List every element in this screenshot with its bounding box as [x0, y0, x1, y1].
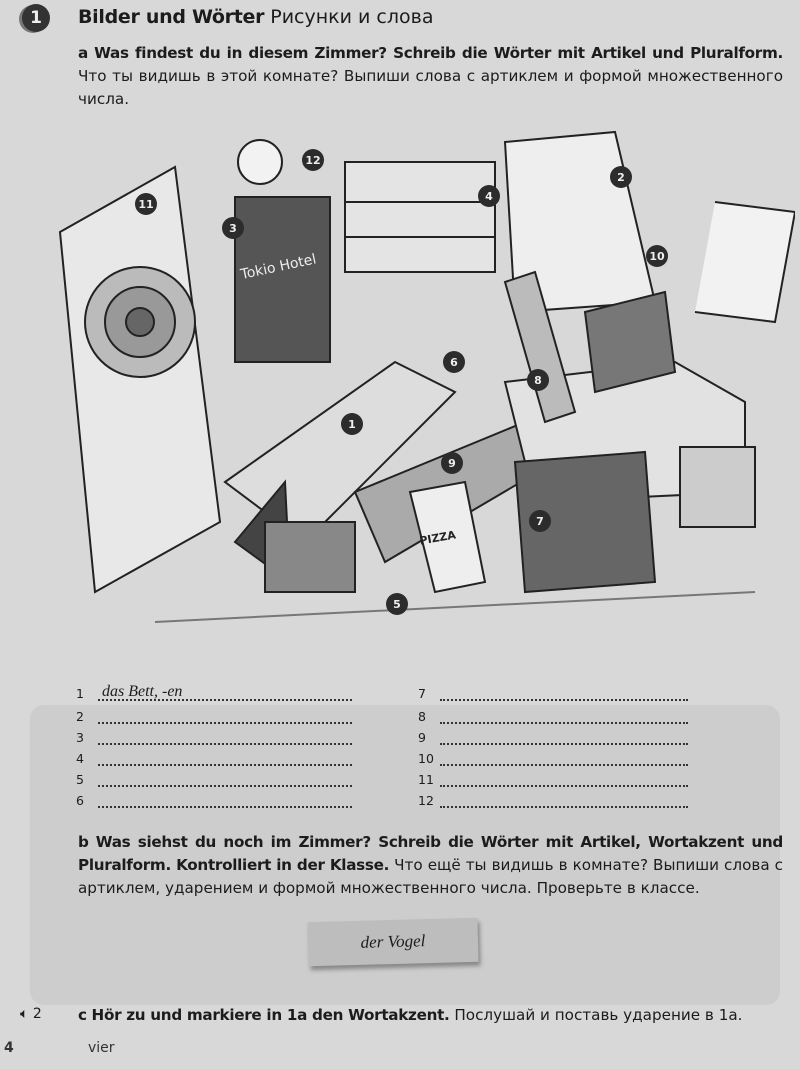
answer-number: 6: [76, 793, 84, 808]
answer-input[interactable]: [440, 706, 688, 724]
answer-input[interactable]: [440, 769, 688, 787]
answer-input[interactable]: [440, 748, 688, 766]
magazines: [264, 521, 356, 593]
title-ru: Рисунки и слова: [270, 6, 434, 28]
marker-8: 8: [527, 369, 549, 391]
marker-5: 5: [386, 593, 408, 615]
marker-3: 3: [222, 217, 244, 239]
answer-input[interactable]: [98, 727, 352, 745]
marker-1: 1: [341, 413, 363, 435]
answer-number: 10: [418, 751, 434, 766]
answer-input[interactable]: [440, 790, 688, 808]
answer-number: 8: [418, 709, 426, 724]
part-a-instruction: a Was findest du in diesem Zimmer? Schre…: [78, 42, 783, 111]
answer-row: 4: [76, 748, 352, 766]
answer-input[interactable]: [440, 727, 688, 745]
answer-number: 9: [418, 730, 426, 745]
example-note: der Vogel: [307, 917, 479, 967]
part-a-ru: Что ты видишь в этой комнате? Выпиши сло…: [78, 67, 783, 108]
part-a-letter: a: [78, 44, 88, 62]
marker-7: 7: [529, 510, 551, 532]
marker-9: 9: [441, 452, 463, 474]
answer-row: 10: [418, 748, 688, 766]
part-b-de: Was siehst du noch im Zimmer? Schreib di…: [78, 833, 783, 874]
answer-input[interactable]: das Bett, -en: [98, 683, 352, 701]
answer-row: 8: [418, 706, 688, 724]
marker-4: 4: [478, 185, 500, 207]
answer-row: 2: [76, 706, 352, 724]
answer-number: 7: [418, 686, 426, 701]
answer-input[interactable]: [98, 748, 352, 766]
pizza-box-text: PIZZA: [418, 528, 457, 547]
clock: [237, 139, 283, 185]
answer-number: 3: [76, 730, 84, 745]
door: [58, 165, 222, 594]
part-a-de: Was findest du in diesem Zimmer? Schreib…: [94, 44, 783, 62]
birdcage: [679, 446, 756, 528]
pizza-box: [408, 480, 487, 594]
poster: [234, 196, 331, 363]
marker-11: 11: [135, 193, 157, 215]
marker-2: 2: [610, 166, 632, 188]
speaker-icon: 🔈︎: [20, 1006, 29, 1022]
answer-number: 5: [76, 772, 84, 787]
marker-6: 6: [443, 351, 465, 373]
page-number: 4: [4, 1040, 14, 1056]
answer-row: 9: [418, 727, 688, 745]
answer-number: 2: [76, 709, 84, 724]
answer-row: 12: [418, 790, 688, 808]
track-number: 2: [32, 1006, 42, 1022]
tv: [513, 450, 657, 594]
answer-input[interactable]: [98, 790, 352, 808]
answer-row: 5: [76, 769, 352, 787]
part-c-de: Hör zu und markiere in 1a den Wortakzent…: [91, 1006, 450, 1024]
answer-input[interactable]: [440, 683, 688, 701]
marker-10: 10: [646, 245, 668, 267]
exercise-number-badge: 1: [22, 4, 50, 32]
answer-input[interactable]: [98, 706, 352, 724]
answer-row: 7: [418, 683, 688, 701]
marker-12: 12: [302, 149, 324, 171]
answer-row: 6: [76, 790, 352, 808]
part-b-ru: Что ещё ты видишь в комнате? Выпиши слов…: [78, 856, 784, 897]
answer-number: 11: [418, 772, 434, 787]
answer-number: 4: [76, 751, 84, 766]
part-b-instruction: b Was siehst du noch im Zimmer? Schreib …: [78, 831, 783, 900]
exercise-title: Bilder und Wörter Рисунки и слова: [78, 6, 433, 28]
answer-row: 3: [76, 727, 352, 745]
part-c-instruction: c Hör zu und markiere in 1a den Wortakze…: [78, 1004, 783, 1027]
answer-row: 1 das Bett, -en: [76, 683, 352, 701]
part-b-letter: b: [78, 833, 89, 851]
shelf: [344, 161, 496, 273]
answer-number: 1: [76, 686, 84, 701]
page-word: vier: [88, 1040, 115, 1056]
room-drawing: Tokio Hotel PIZZA: [58, 130, 797, 623]
part-c-letter: c: [78, 1006, 87, 1024]
room-illustration: Tokio Hotel PIZZA 1 2 3 4 5 6 7 8 9 10 1…: [55, 122, 797, 632]
laptop: [583, 290, 677, 394]
answer-input[interactable]: [98, 769, 352, 787]
answer-number: 12: [418, 793, 434, 808]
title-de: Bilder und Wörter: [78, 6, 265, 28]
part-c-ru: Послушай и поставь ударение в 1а.: [454, 1006, 743, 1024]
answer-row: 11: [418, 769, 688, 787]
audio-track[interactable]: 🔈︎ 2: [20, 1006, 42, 1022]
